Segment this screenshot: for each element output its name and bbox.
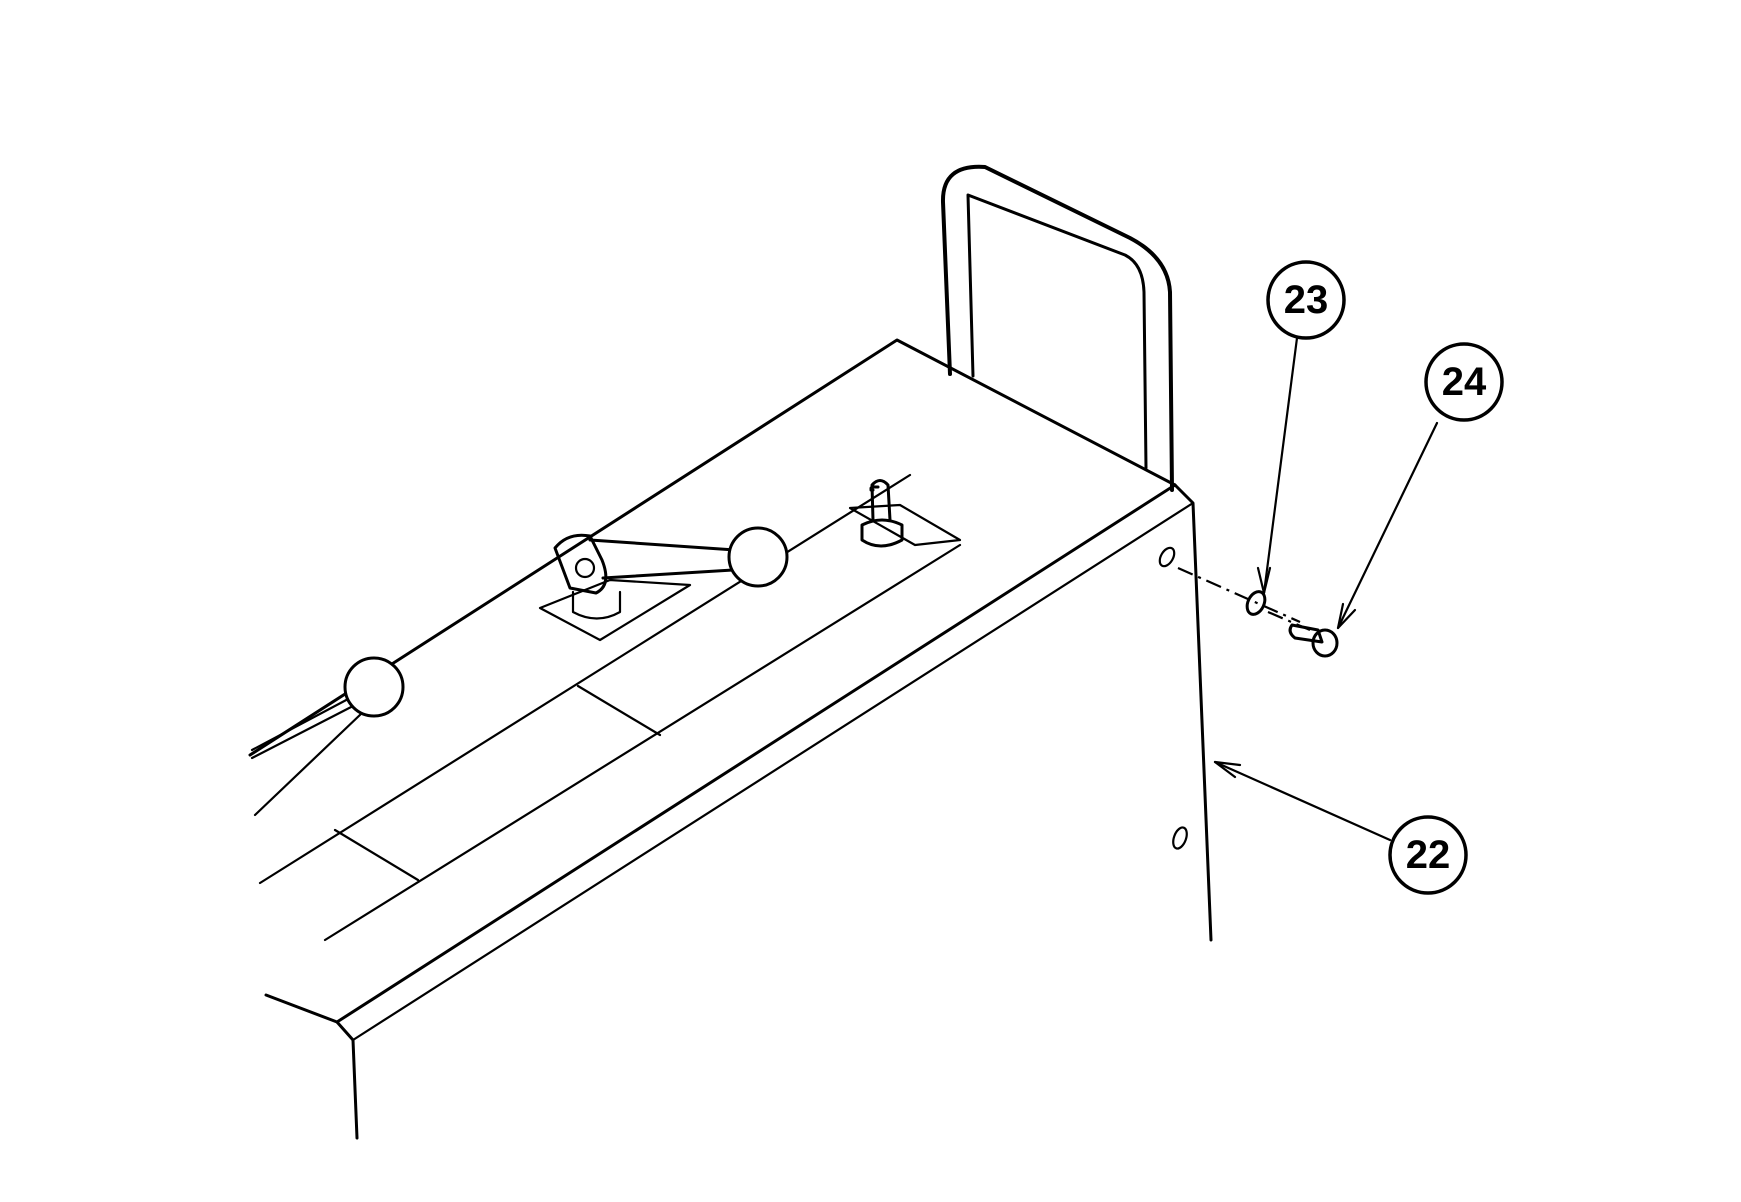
callout-label-23: 23 [1284,278,1329,322]
handle-inner [966,193,1148,470]
callout-label-22: 22 [1406,833,1451,877]
cabinet-right-corner [1173,483,1213,942]
left-lever-knob [343,656,405,718]
center-lever-arm-top [588,538,737,552]
cabinet-front-corner [351,1038,359,1140]
assembly-centerline [1177,566,1301,624]
mounting-hole-lower [1172,826,1188,850]
lever-mounting-plate [538,578,692,642]
callout-24: 24 [1424,342,1504,422]
cabinet-left-edge [264,993,355,1042]
center-lever-knob [727,526,789,588]
hardware [1177,566,1339,658]
leaders [1213,336,1439,842]
callout-circle-22 [1388,815,1468,895]
top-panel-details [258,473,962,942]
plate-divider-1 [333,828,420,882]
center-lever-pivot [574,557,596,579]
post-nut [860,518,904,548]
bolt-shank [1288,623,1324,644]
callout-22: 22 [1388,815,1468,895]
leader-arrowhead-22 [1213,760,1242,779]
cabinet-top-back-edge [248,338,1177,757]
handle [940,164,1174,492]
bolt-head [1311,628,1339,658]
left-lever [250,656,405,817]
rail-lower [323,543,962,942]
post-mounting-plate [848,503,962,547]
leader-arrowhead-23 [1256,566,1272,595]
rail-upper [258,473,912,885]
left-lever-rod-2 [250,703,357,760]
post [860,479,904,548]
callout-circle-24 [1424,342,1504,422]
left-lever-rod-1 [250,696,352,752]
handle-outer [940,164,1174,492]
leader-22 [1213,760,1392,842]
callout-label-24: 24 [1442,360,1487,404]
post-shaft-sides [870,479,892,522]
leader-arrowhead-24 [1336,602,1357,630]
cabinet-front-top-edge [335,483,1177,1024]
left-lever-rod-3 [253,711,364,817]
callout-circle-23 [1266,260,1346,340]
center-lever-base [571,590,622,620]
center-lever-bracket [553,533,608,595]
center-lever-arm-bottom [601,568,735,580]
leader-24 [1336,421,1439,630]
lock-washer [1245,590,1267,616]
mounting-hole-upper [1158,546,1176,568]
center-lever [553,526,789,620]
cabinet [248,338,1213,1140]
leader-23 [1262,336,1299,595]
plate-divider-2 [576,684,662,737]
cabinet-front-top-edge-inner [351,501,1195,1042]
callout-23: 23 [1266,260,1346,340]
